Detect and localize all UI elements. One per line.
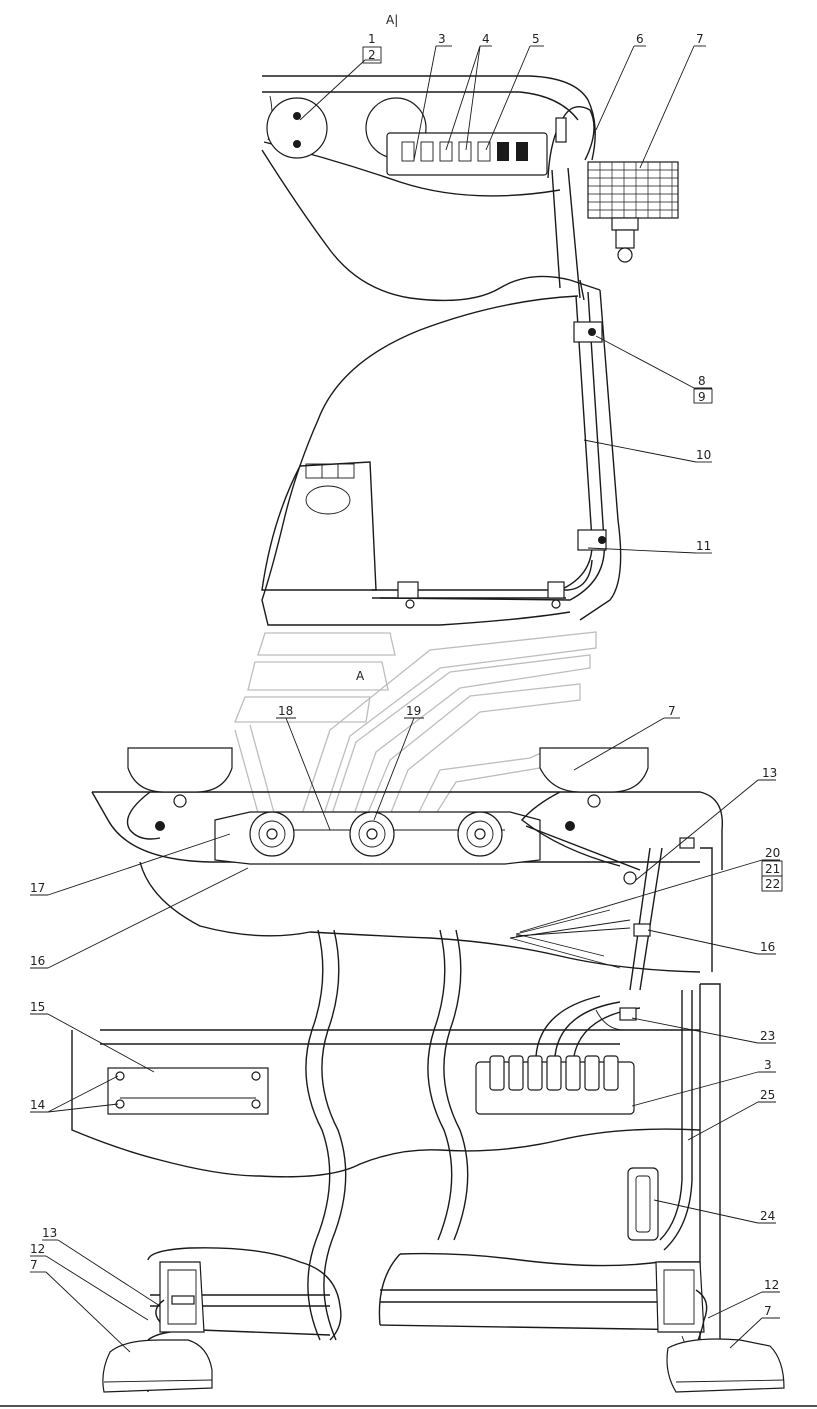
- callout: 9: [698, 390, 706, 404]
- callout: 3: [438, 32, 446, 46]
- view-label: A: [356, 669, 365, 683]
- callout-labels: 1 2 3 4 5 6 7 8 9 10 11 18 19 7 13 20 21…: [30, 32, 780, 1318]
- rear-lamp: [627, 1167, 659, 1241]
- bumper-assembly: [102, 1247, 785, 1393]
- callout: 11: [696, 539, 711, 553]
- callout: 14: [30, 1098, 45, 1112]
- work-lamp-bottom-right: [666, 1338, 785, 1393]
- top-assembly: A|: [261, 13, 679, 302]
- callout: 25: [760, 1088, 775, 1102]
- callout: 3: [764, 1058, 772, 1072]
- cover-panel: [107, 1067, 269, 1115]
- callout: 2: [368, 48, 376, 62]
- cab-interior: [71, 929, 721, 1350]
- work-lamp-right: [539, 747, 649, 793]
- lamp-left: [266, 97, 328, 159]
- work-lamp-bottom-left: [102, 1339, 213, 1393]
- callout: 7: [764, 1304, 772, 1318]
- light-bar-assembly: [91, 747, 724, 991]
- callout: 13: [762, 766, 777, 780]
- beacon-2: [349, 811, 395, 857]
- work-lamp-top: [587, 161, 679, 219]
- work-lamp-left: [127, 747, 233, 793]
- callout: 18: [278, 704, 293, 718]
- callout: 21: [765, 862, 780, 876]
- callout: 10: [696, 448, 711, 462]
- callout: 20: [765, 846, 780, 860]
- beacon-3: [457, 811, 503, 857]
- callout: 17: [30, 881, 45, 895]
- callout: 23: [760, 1029, 775, 1043]
- callout: 19: [406, 704, 421, 718]
- callout: 6: [636, 32, 644, 46]
- callout: 16: [760, 940, 775, 954]
- callout: 4: [482, 32, 490, 46]
- callout: 7: [30, 1258, 38, 1272]
- callout: 1: [368, 32, 376, 46]
- cab-side: [261, 289, 622, 626]
- callout: 16: [30, 954, 45, 968]
- beacon-1: [249, 811, 295, 857]
- callout: 12: [764, 1278, 779, 1292]
- callout: 15: [30, 1000, 45, 1014]
- view-direction-arrows: A: [234, 631, 597, 821]
- callout: 7: [668, 704, 676, 718]
- callout: 8: [698, 374, 706, 388]
- leader-lines: [30, 45, 783, 1353]
- callout: 24: [760, 1209, 775, 1223]
- callout: 7: [696, 32, 704, 46]
- callout: 22: [765, 877, 780, 891]
- callout: 5: [532, 32, 540, 46]
- view-marker: A|: [386, 13, 398, 27]
- callout: 13: [42, 1226, 57, 1240]
- callout: 12: [30, 1242, 45, 1256]
